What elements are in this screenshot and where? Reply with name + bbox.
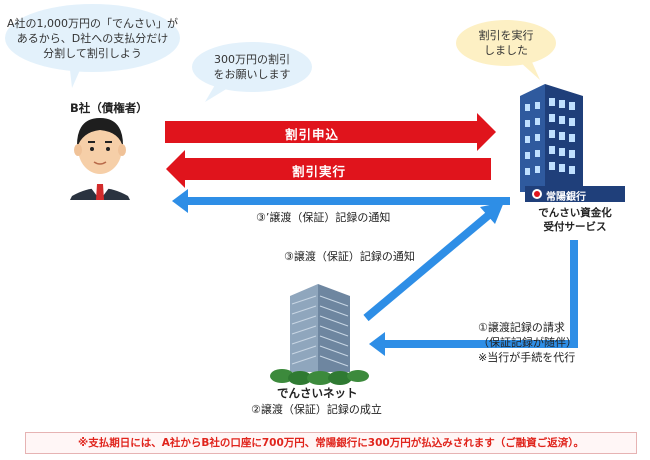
thought-bubble-tail — [70, 70, 80, 88]
record-request-arrow — [369, 240, 578, 356]
request-300-bubble: 300万円の割引 をお願いします — [192, 42, 312, 92]
densai-net-label: でんさいネット — [277, 386, 358, 400]
bank-bubble-tail — [520, 62, 540, 80]
request-bubble-tail — [205, 85, 228, 102]
b-company-label: B社（債権者） — [70, 101, 148, 115]
bank-service-label: でんさい資金化 受付サービス — [538, 207, 612, 233]
discount-execution-label: 割引実行 — [292, 164, 347, 179]
bank-brand-label: 常陽銀行 — [546, 192, 586, 203]
discount-request-label: 割引申込 — [285, 127, 340, 142]
notice-to-bank-arrow — [363, 202, 504, 322]
bank-logo-icon — [525, 186, 625, 202]
notice-to-b-label: ③’譲渡（保証）記録の通知 — [256, 211, 391, 224]
record-established-label: ②譲渡（保証）記録の成立 — [251, 403, 382, 416]
record-request-label: ①譲渡記録の請求 （保証記録が随伴） ※当行が手続を代行 — [478, 321, 577, 364]
densai-net-building-icon — [270, 284, 369, 385]
b-company-thought-bubble: A社の1,000万円の「でんさい」が あるから、D社への支払分だけ 分割して割引… — [5, 4, 180, 72]
discount-execution-arrow — [166, 150, 491, 188]
bank-building-icon — [520, 84, 583, 192]
notice-to-bank-label: ③譲渡（保証）記録の通知 — [284, 250, 415, 263]
repayment-note: ※支払期日には、A社からB社の口座に700万円、常陽銀行に300万円が払込みされ… — [25, 432, 637, 454]
notice-to-b-arrow — [172, 189, 510, 213]
person-icon — [70, 118, 130, 200]
discount-request-arrow — [165, 113, 496, 151]
bank-done-bubble: 割引を実行 しました — [456, 20, 556, 66]
